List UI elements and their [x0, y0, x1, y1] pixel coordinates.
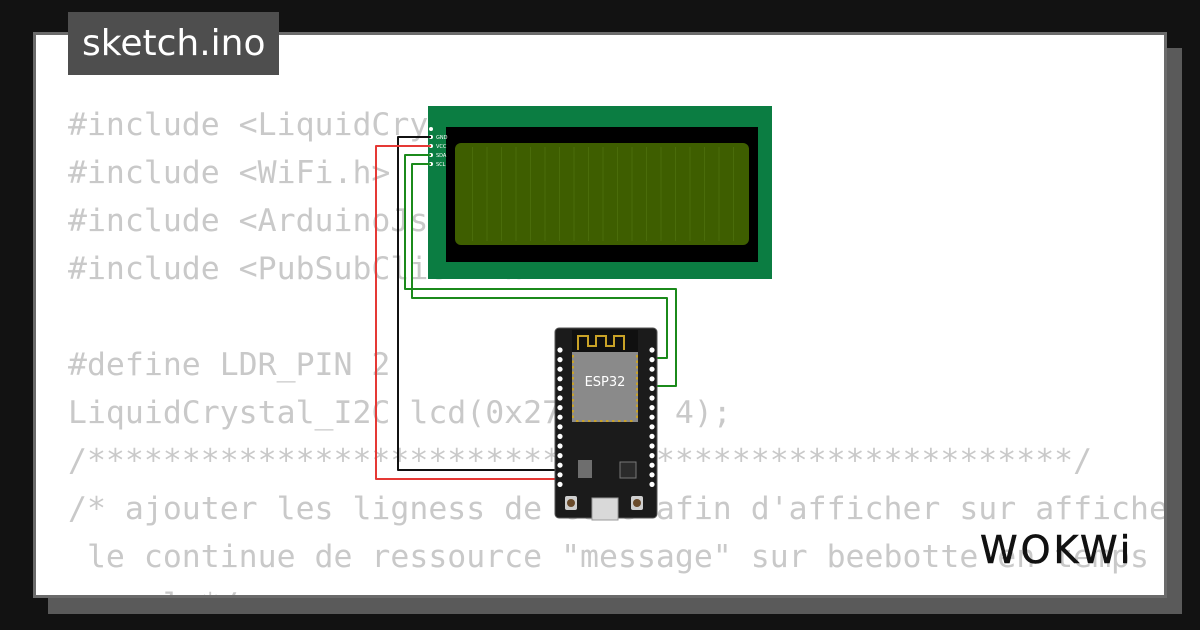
header-pin	[649, 385, 655, 391]
header-pin	[557, 453, 563, 459]
header-pin	[557, 385, 563, 391]
code-line: #include <WiFi.h>	[68, 155, 391, 191]
wire-sda[interactable]	[404, 154, 677, 387]
lcd-pin-label: VCC	[436, 144, 447, 150]
module-pad	[572, 399, 574, 402]
module-pad	[636, 355, 638, 358]
header-pin	[557, 443, 563, 449]
header-pin	[557, 433, 563, 439]
module-pad	[636, 393, 638, 396]
header-pin	[649, 462, 655, 468]
module-pad	[572, 393, 574, 396]
usb-port	[591, 497, 619, 521]
module-pad	[636, 371, 638, 374]
header-pin	[557, 472, 563, 478]
code-line: reel */	[68, 581, 1164, 595]
module-pad	[576, 420, 579, 422]
esp32-module	[572, 352, 638, 422]
module-pad	[636, 415, 638, 418]
module-pad	[624, 420, 627, 422]
header-pin	[557, 357, 563, 363]
module-pad	[636, 377, 638, 380]
header-pin	[557, 395, 563, 401]
header-pin	[649, 366, 655, 372]
module-pad	[572, 388, 574, 391]
header-pin	[649, 472, 655, 478]
header-pin	[557, 414, 563, 420]
header-pin	[649, 433, 655, 439]
esp32-board[interactable]: ESP32	[554, 327, 658, 521]
header-pin	[557, 366, 563, 372]
header-pin	[649, 453, 655, 459]
module-pad	[636, 399, 638, 402]
wire-scl[interactable]	[411, 163, 668, 359]
module-pad	[606, 420, 609, 422]
lcd-display[interactable]: GND VCC SDA SCL	[428, 106, 772, 279]
header-pin	[557, 424, 563, 430]
header-pin	[557, 481, 563, 487]
wokwi-logo: WOKWi	[980, 528, 1133, 573]
module-pad	[594, 420, 597, 422]
header-pin	[557, 462, 563, 468]
module-pad	[572, 377, 574, 380]
esp32-label: ESP32	[585, 375, 626, 390]
module-pad	[636, 388, 638, 391]
module-pad	[572, 360, 574, 363]
file-name-tab[interactable]: sketch.ino	[68, 12, 280, 75]
header-pins	[557, 347, 655, 487]
lcd-pin-label: SCL	[436, 162, 446, 168]
code-line: le continue de ressource "message" sur b…	[68, 539, 1149, 575]
module-pad	[588, 420, 591, 422]
header-pin	[649, 443, 655, 449]
module-pad	[572, 355, 574, 358]
header-pin	[557, 405, 563, 411]
antenna-trace	[577, 335, 625, 350]
lcd-pin-label: GND	[436, 135, 448, 141]
module-pad	[572, 371, 574, 374]
wire-gnd[interactable]	[397, 136, 562, 471]
wokwi-logo-text: WOKWi	[980, 528, 1133, 572]
usb-chip	[619, 461, 637, 479]
module-pad	[618, 420, 621, 422]
header-pin	[649, 405, 655, 411]
voltage-regulator	[578, 460, 592, 478]
header-pin	[649, 481, 655, 487]
header-pin	[649, 424, 655, 430]
module-pad	[582, 420, 585, 422]
module-pad	[636, 382, 638, 385]
module-pad	[636, 410, 638, 413]
module-pad	[572, 410, 574, 413]
module-pad	[630, 420, 633, 422]
header-pin	[649, 395, 655, 401]
module-pad	[572, 404, 574, 407]
module-pad	[572, 382, 574, 385]
header-pin	[649, 357, 655, 363]
lcd-pin-label: SDA	[436, 153, 447, 159]
lcd-cell-grid	[472, 147, 734, 241]
header-pin	[649, 347, 655, 353]
module-pad	[612, 420, 615, 422]
wire-vcc[interactable]	[375, 145, 562, 480]
module-pad	[636, 360, 638, 363]
module-pad	[636, 366, 638, 369]
header-pin	[557, 347, 563, 353]
module-pad	[600, 420, 603, 422]
module-pad	[636, 404, 638, 407]
module-pad	[572, 415, 574, 418]
module-pads	[572, 355, 638, 422]
header-pin	[649, 376, 655, 382]
header-pin	[649, 414, 655, 420]
module-pad	[572, 366, 574, 369]
header-pin	[557, 376, 563, 382]
